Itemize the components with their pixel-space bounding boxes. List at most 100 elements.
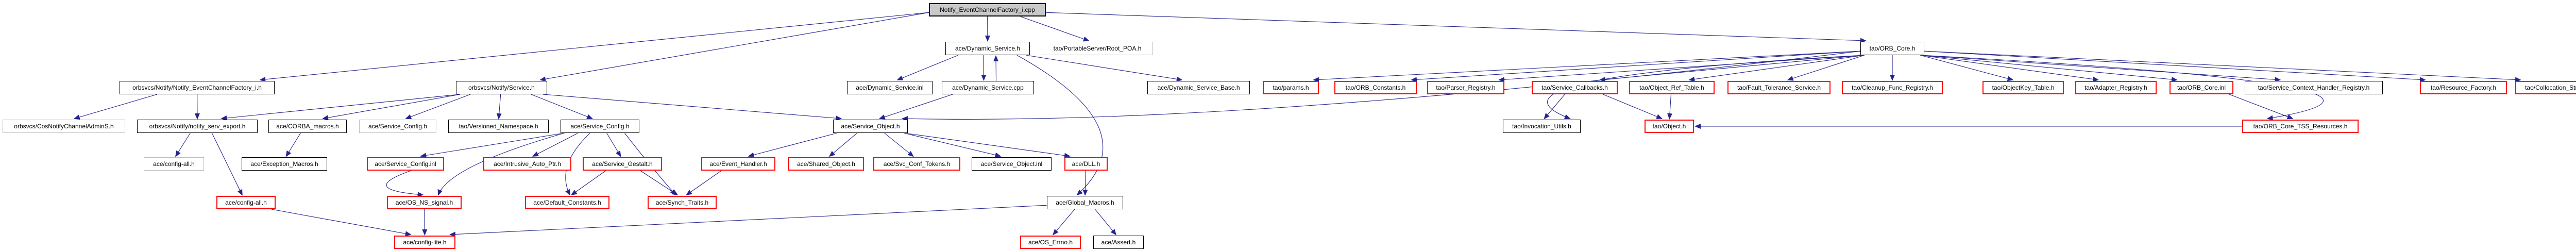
- node-svccb[interactable]: tao/Service_Callbacks.h: [1532, 81, 1618, 94]
- edge-svcconf_inl-to-osns: [386, 170, 424, 197]
- node-intr[interactable]: ace/Intrusive_Auto_Ptr.h: [483, 157, 571, 171]
- edge-glob-to-oserrno: [1053, 209, 1075, 236]
- edge-svcobj-to-shobj: [828, 132, 858, 157]
- edge-orbcore-to-objkey: [1920, 55, 2014, 81]
- node-gestalt[interactable]: ace/Service_Gestalt.h: [583, 157, 662, 171]
- edges: [73, 12, 2521, 237]
- node-orbcinl[interactable]: tao/ORB_Core.inl: [2170, 81, 2233, 94]
- edge-svc_h-to-svcobj: [543, 94, 842, 121]
- edge-svcconf2-to-gestalt: [606, 132, 621, 157]
- edge-svcconf2-to-intr: [532, 132, 579, 157]
- edge-orbcore-to-adapter: [1920, 55, 2099, 82]
- edge-glob-to-assert: [1095, 209, 1117, 236]
- edge-svc_h-to-svcconf1: [405, 94, 471, 120]
- node-evh[interactable]: ace/Event_Handler.h: [701, 157, 775, 171]
- edge-svc_h-to-vns: [496, 94, 502, 120]
- edge-nse-to-cfgall_r: [211, 132, 243, 196]
- edge-dyn_h-to-dyn_inl: [896, 55, 959, 80]
- edge-gestalt-to-defc: [570, 170, 606, 196]
- node-cleanup[interactable]: tao/Cleanup_Func_Registry.h: [1842, 81, 1943, 94]
- edge-svcconf2-to-svcconf_inl: [420, 132, 565, 158]
- node-taoobj[interactable]: tao/Object.h: [1645, 120, 1694, 133]
- edge-orbcinl-to-tss: [2229, 94, 2294, 120]
- edge-cfgall_r-to-cfglite: [271, 209, 412, 237]
- edge-svcobj-to-svcobj_inl: [903, 132, 1002, 158]
- node-root: Notify_EventChannelFactory_i.cpp: [929, 3, 1046, 16]
- node-objkey[interactable]: tao/ObjectKey_Table.h: [1982, 81, 2064, 94]
- node-scthr[interactable]: tao/Service_Context_Handler_Registry.h: [2245, 81, 2383, 94]
- node-svctok[interactable]: ace/Svc_Conf_Tokens.h: [873, 157, 960, 171]
- edge-dll-to-glob: [1082, 170, 1088, 196]
- node-cosnotify: orbsvcs/CosNotifyChannelAdminS.h: [3, 120, 125, 133]
- node-assert[interactable]: ace/Assert.h: [1093, 236, 1144, 249]
- edge-orbcore-to-svcobj: [902, 51, 1861, 122]
- edge-orbcore-to-fault: [1787, 55, 1865, 81]
- node-dyn_cpp[interactable]: ace/Dynamic_Service.cpp: [942, 81, 1034, 94]
- edge-root-to-rootpoa: [1020, 16, 1090, 42]
- edge-ech_h-to-cosnotify: [73, 94, 158, 120]
- node-shobj[interactable]: ace/Shared_Object.h: [788, 157, 864, 171]
- edge-svcobj-to-svctok: [884, 132, 914, 157]
- edge-orbcore-to-objref: [1688, 55, 1865, 82]
- node-objref[interactable]: tao/Object_Ref_Table.h: [1629, 81, 1715, 94]
- node-svcconf2[interactable]: ace/Service_Config.h: [561, 120, 639, 133]
- node-ech_h[interactable]: orbsvcs/Notify/Notify_EventChannelFactor…: [120, 81, 275, 94]
- edge-root-to-orbcore: [1045, 12, 1867, 43]
- node-nse[interactable]: orbsvcs/Notify/notify_serv_export.h: [137, 120, 258, 133]
- node-oserrno[interactable]: ace/OS_Errno.h: [1020, 236, 1081, 249]
- edge-objref-to-taoobj: [1667, 94, 1673, 120]
- edge-orbcore-to-scthr: [1920, 55, 2281, 82]
- node-adapter[interactable]: tao/Adapter_Registry.h: [2075, 81, 2157, 94]
- node-corba[interactable]: ace/CORBA_macros.h: [268, 120, 347, 133]
- node-cfgall_r[interactable]: ace/config-all.h: [216, 196, 276, 209]
- edge-evh-to-synch: [686, 170, 722, 196]
- node-parser[interactable]: tao/Parser_Registry.h: [1427, 81, 1504, 94]
- edge-orbcore-to-orbcinl: [1920, 55, 2178, 82]
- node-rootpoa: tao/PortableServer/Root_POA.h: [1042, 42, 1153, 55]
- edge-svccb-to-invoc: [1544, 94, 1565, 120]
- edge-dyn_h-to-dyn_base: [1025, 55, 1183, 82]
- edge-svc_h-to-nse: [221, 94, 461, 121]
- node-synch[interactable]: ace/Synch_Traits.h: [648, 196, 717, 209]
- node-svcconf1: ace/Service_Config.h: [359, 120, 436, 133]
- node-resfac[interactable]: tao/Resource_Factory.h: [2420, 81, 2507, 94]
- edge-gestalt-to-synch: [640, 170, 679, 196]
- node-fault[interactable]: tao/Fault_Tolerance_Service.h: [1727, 81, 1831, 94]
- edge-orbcore-to-resfac: [1924, 51, 2426, 82]
- edge-svcobj-to-evh: [748, 132, 838, 158]
- node-dll[interactable]: ace/DLL.h: [1064, 157, 1108, 171]
- node-osns[interactable]: ace/OS_NS_signal.h: [387, 196, 462, 209]
- edge-svc_h-to-svcconf2: [531, 94, 594, 119]
- edge-corba-to-excmac: [285, 132, 301, 157]
- edge-glob-to-cfglite: [449, 205, 1047, 237]
- edge-dyn_h-to-glob: [1016, 55, 1104, 196]
- edge-nse-to-cfgall_g: [175, 132, 191, 157]
- node-orbconst[interactable]: tao/ORB_Constants.h: [1334, 81, 1417, 94]
- node-defc[interactable]: ace/Default_Constants.h: [525, 196, 609, 209]
- edge-dyn_cpp-to-svcobj: [878, 94, 953, 120]
- edge-svccb-to-taoobj: [1603, 94, 1663, 119]
- node-tss[interactable]: tao/ORB_Core_TSS_Resources.h: [2242, 120, 2359, 133]
- node-dyn_h[interactable]: ace/Dynamic_Service.h: [945, 42, 1030, 55]
- node-svcobj[interactable]: ace/Service_Object.h: [833, 120, 908, 133]
- node-glob[interactable]: ace/Global_Macros.h: [1047, 196, 1123, 209]
- node-cfglite[interactable]: ace/config-lite.h: [394, 236, 455, 249]
- node-svcconf_inl[interactable]: ace/Service_Config.inl: [367, 157, 444, 171]
- node-excmac[interactable]: ace/Exception_Macros.h: [242, 157, 327, 171]
- node-svcobj_inl[interactable]: ace/Service_Object.inl: [972, 157, 1052, 171]
- node-vns[interactable]: tao/Versioned_Namespace.h: [448, 120, 549, 133]
- node-colloc[interactable]: tao/Collocation_Strategy.h: [2515, 81, 2576, 94]
- node-orbcore[interactable]: tao/ORB_Core.h: [1860, 42, 1924, 55]
- edge-svc_h-to-corba: [322, 94, 461, 121]
- node-dyn_inl[interactable]: ace/Dynamic_Service.inl: [847, 81, 933, 94]
- node-dyn_base[interactable]: ace/Dynamic_Service_Base.h: [1147, 81, 1250, 94]
- edge-root-to-ech_h: [259, 12, 929, 82]
- node-params[interactable]: tao/params.h: [1263, 81, 1319, 94]
- edge-root-to-svc_h: [539, 12, 929, 82]
- edge-orbcore-to-colloc: [1924, 51, 2521, 82]
- node-invoc[interactable]: tao/Invocation_Utils.h: [1503, 120, 1581, 133]
- node-cfgall_g: ace/config-all.h: [144, 157, 204, 171]
- node-svc_h[interactable]: orbsvcs/Notify/Service.h: [456, 81, 547, 94]
